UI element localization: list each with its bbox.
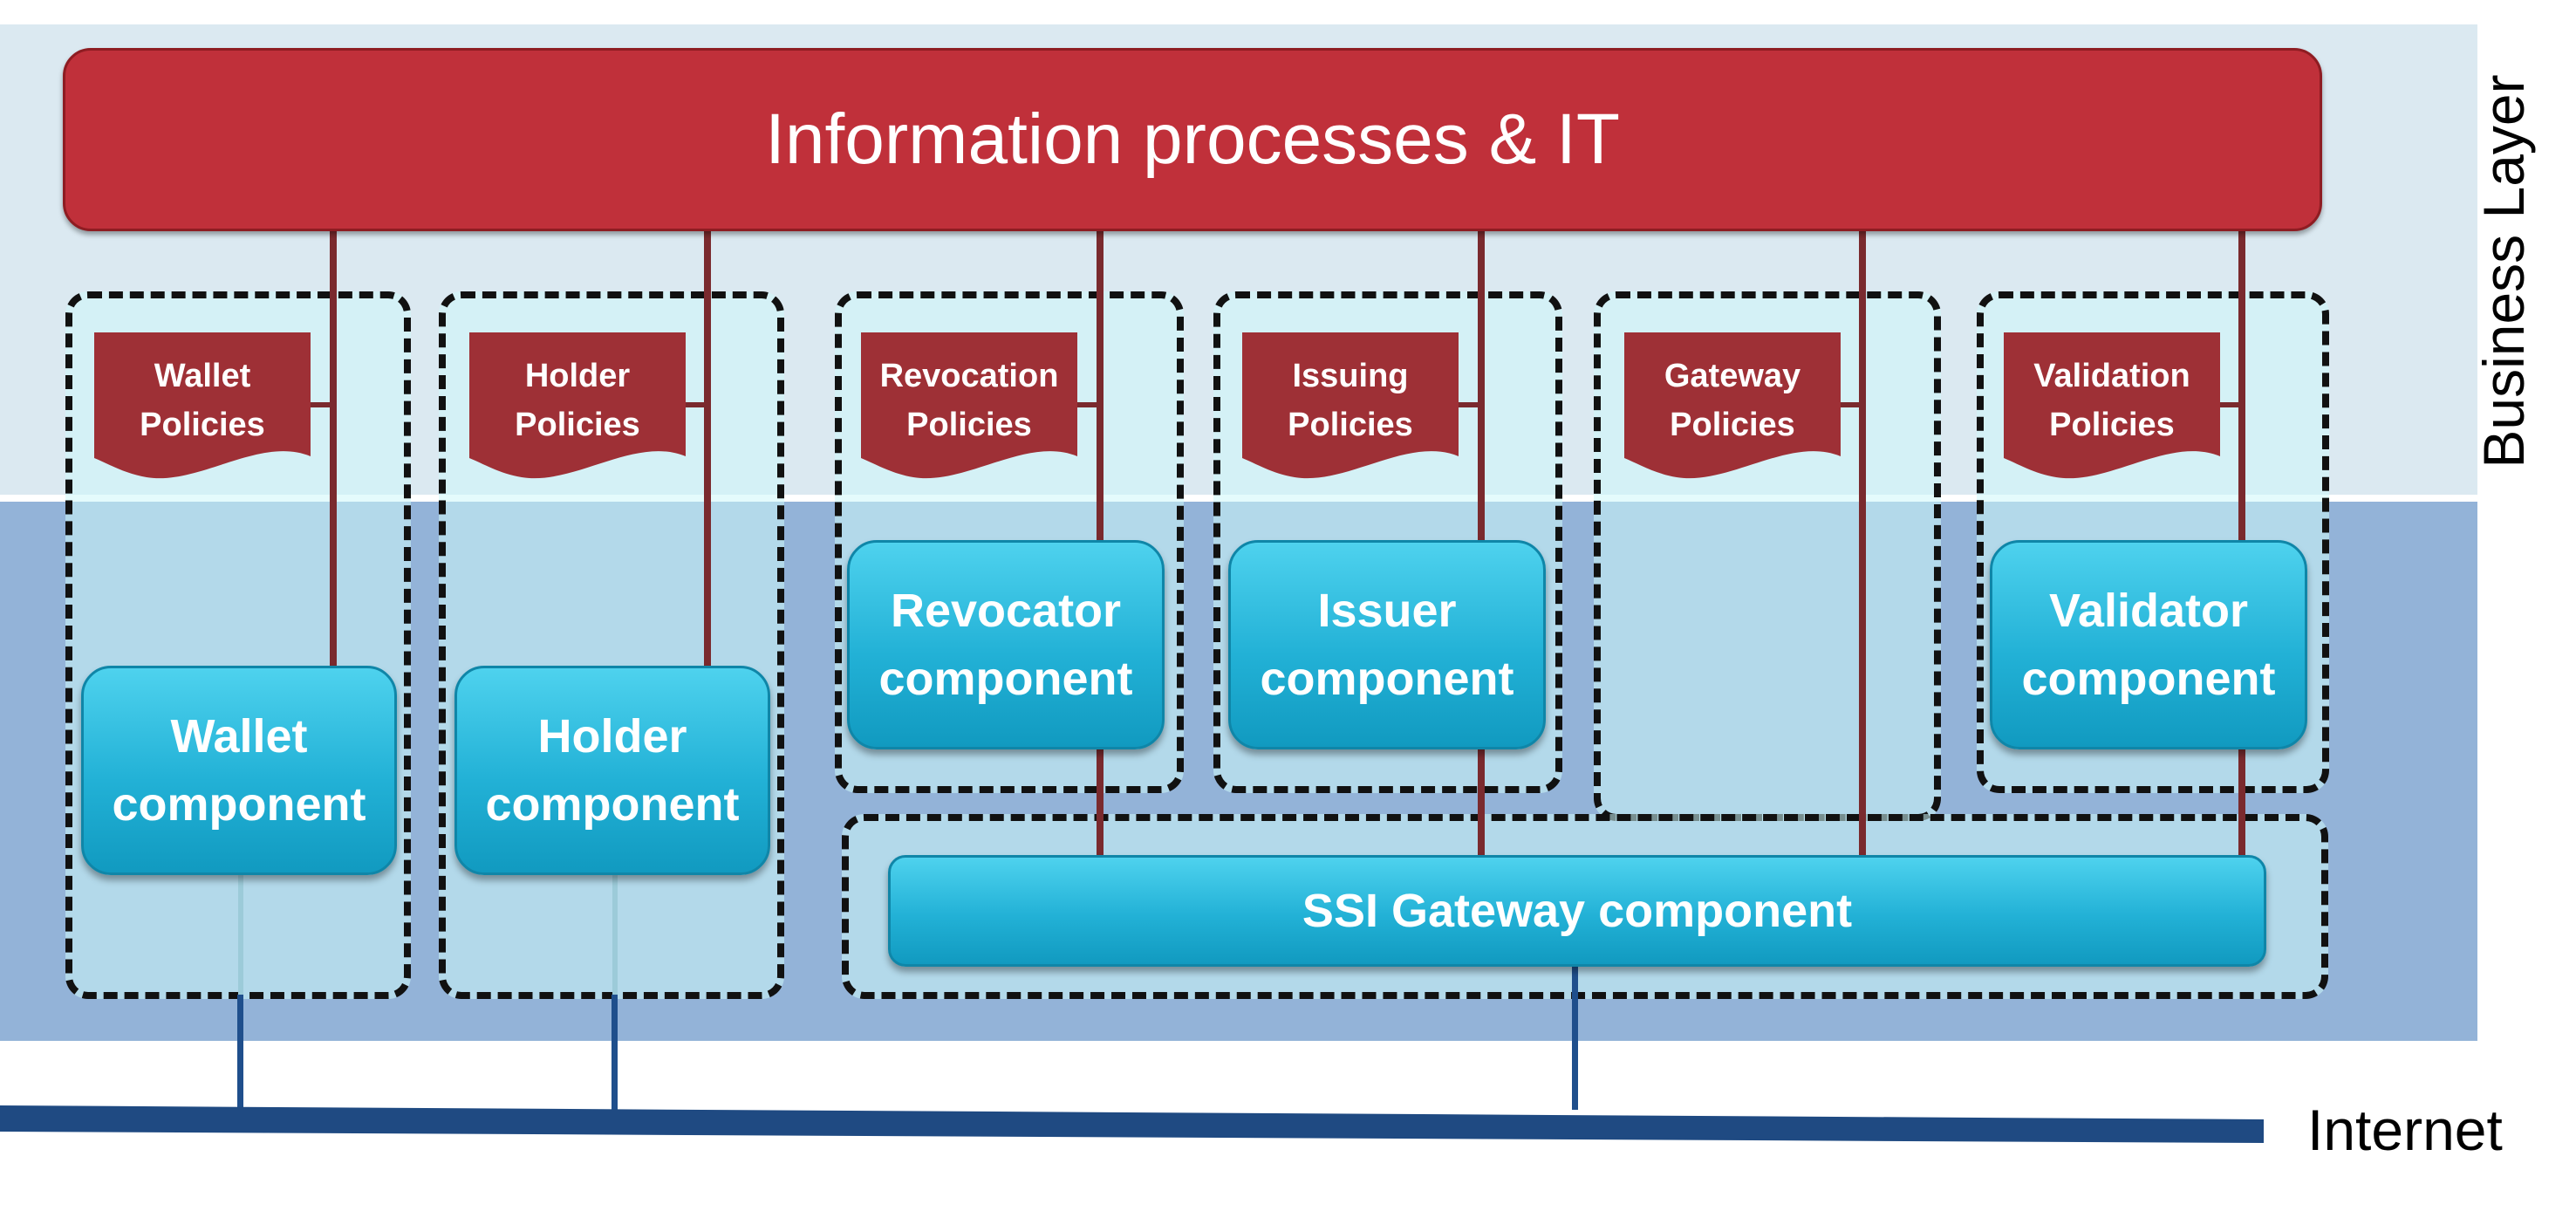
holder-down-link	[612, 872, 618, 995]
wallet-down-link	[238, 872, 243, 995]
component-line2: component	[878, 653, 1133, 705]
policy-line2: Policies	[140, 407, 265, 443]
gateway-label: SSI Gateway component	[1302, 885, 1853, 937]
stub-holder	[686, 402, 708, 407]
stub-wallet	[311, 402, 333, 407]
validator-component: Validator component	[1990, 540, 2307, 749]
policy-line1: Validation	[2033, 358, 2190, 394]
policy-line2: Policies	[1288, 407, 1413, 443]
wallet-component: Wallet component	[81, 666, 397, 875]
holder-component: Holder component	[454, 666, 770, 875]
internet-link-gateway	[1572, 967, 1578, 1110]
ssi-infra-layer-label: SSI Infra layer	[2471, 608, 2536, 975]
internet-label: Internet	[2307, 1098, 2503, 1162]
business-layer-label: Business Layer	[2471, 74, 2536, 469]
banner-title: Information processes & IT	[765, 99, 1620, 179]
policy-line2: Policies	[2049, 407, 2175, 443]
internet-link-wallet	[237, 995, 243, 1110]
ssi-gateway-component: SSI Gateway component	[888, 855, 2266, 967]
revocator-component: Revocator component	[847, 540, 1165, 749]
stub-gateway	[1840, 402, 1862, 407]
internet-link-holder	[612, 995, 618, 1110]
component-line1: Revocator	[890, 585, 1122, 637]
policy-line1: Revocation	[879, 358, 1059, 394]
component-line1: Validator	[2048, 585, 2249, 637]
component-line1: Wallet	[170, 710, 308, 763]
policy-line1: Holder	[524, 358, 631, 394]
stub-validation	[2220, 402, 2243, 407]
component-line2: component	[112, 778, 366, 831]
policy-line1: Wallet	[154, 358, 251, 394]
component-line2: component	[1260, 653, 1514, 705]
component-line2: component	[485, 778, 740, 831]
connector-wallet	[330, 231, 337, 666]
policy-line1: Gateway	[1664, 358, 1801, 394]
component-line1: Issuer	[1317, 585, 1457, 637]
internet-bar	[0, 1105, 2264, 1143]
issuer-component: Issuer component	[1228, 540, 1546, 749]
policy-line1: Issuing	[1292, 358, 1409, 394]
policy-line2: Policies	[1670, 407, 1795, 443]
connector-gateway	[1859, 231, 1866, 855]
policy-line2: Policies	[906, 407, 1032, 443]
stub-revocation	[1077, 402, 1100, 407]
information-processes-banner: Information processes & IT	[63, 48, 2322, 231]
stub-issuing	[1459, 402, 1481, 407]
component-line2: component	[2021, 653, 2276, 705]
connector-holder	[704, 231, 711, 666]
component-line1: Holder	[537, 710, 687, 763]
policy-line2: Policies	[515, 407, 640, 443]
